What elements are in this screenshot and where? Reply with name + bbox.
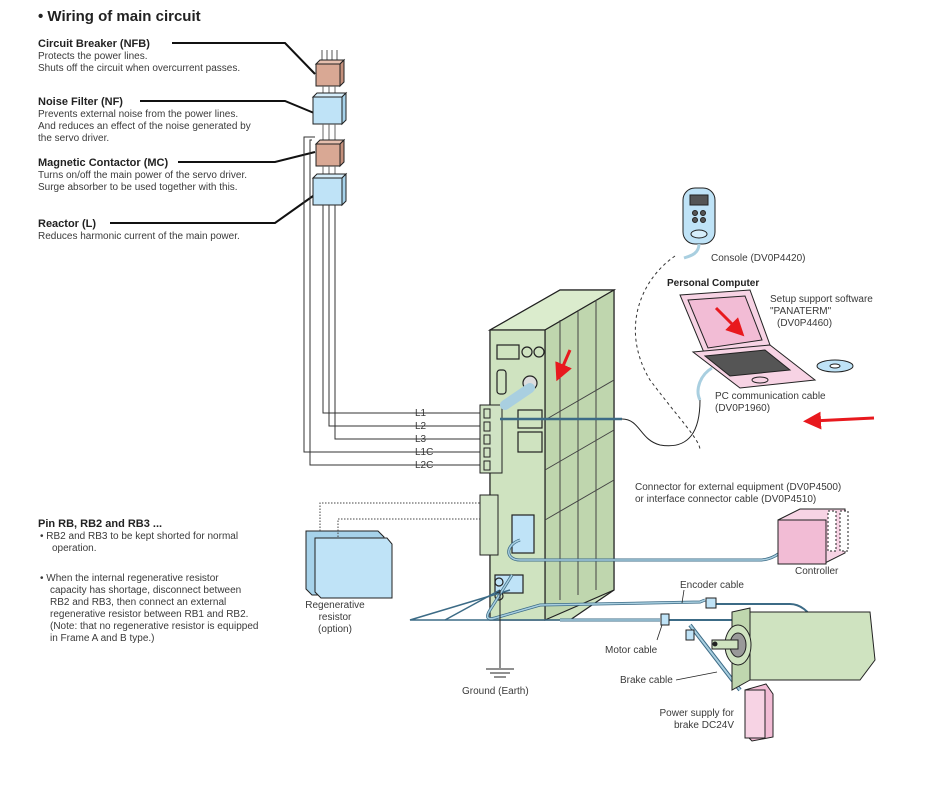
pin-note-b2-1: • When the internal regenerative resisto… (40, 573, 219, 584)
red-arrow-port-icon (555, 349, 572, 382)
regen-label-1: Regenerative (305, 600, 365, 611)
nf-desc-2: And reduces an effect of the noise gener… (38, 121, 251, 132)
cable-connectors (660, 597, 717, 641)
red-arrow-screen-icon (714, 306, 745, 337)
brake-connector-icon (685, 629, 695, 641)
magnetic-contactor-icon (314, 138, 346, 168)
pc-cable-label-2: (DV0P1960) (715, 403, 771, 414)
ground-icon (486, 590, 514, 678)
pin-note-b2-5: (Note: that no regenerative resistor is … (50, 621, 259, 632)
servo-driver-icon (487, 288, 617, 621)
power-supply-label-1: Power supply for (659, 708, 734, 719)
ground-label: Ground (Earth) (462, 686, 529, 697)
software-label-2: "PANATERM" (770, 306, 832, 317)
terminal-block-icon (479, 404, 503, 556)
nfb-heading: Circuit Breaker (NFB) (38, 38, 150, 50)
connector-label-1: Connector for external equipment (DV0P45… (635, 482, 842, 493)
controller-icon (777, 508, 849, 565)
pin-note-b1-2: operation. (52, 543, 97, 554)
nf-desc-3: the servo driver. (38, 133, 110, 144)
nf-desc-1: Prevents external noise from the power l… (38, 109, 239, 120)
console-dashed-path (634, 255, 701, 451)
brake-cable-label: Brake cable (620, 675, 673, 686)
software-label-1: Setup support software (770, 294, 873, 305)
servo-motor-icon (711, 607, 876, 691)
ferrite-core-icon (500, 383, 535, 410)
reactor-desc-1: Reduces harmonic current of the main pow… (38, 231, 240, 242)
personal-computer-label: Personal Computer (667, 278, 760, 289)
motor-connector-icon (660, 613, 670, 626)
nfb-desc-1: Protects the power lines. (38, 51, 148, 62)
red-arrow-left-icon (803, 411, 875, 430)
regen-label-2: resistor (318, 612, 352, 623)
red-arrows (555, 306, 875, 430)
encoder-connector-icon (705, 597, 717, 609)
power-supply-label-2: brake DC24V (673, 720, 734, 731)
mc-desc-2: Surge absorber to be used together with … (38, 182, 238, 193)
cd-disc-icon (816, 359, 854, 373)
breaker-stack (311, 50, 348, 207)
pc-cable-label-1: PC communication cable (715, 391, 826, 402)
pin-note-b2-2: capacity has shortage, disconnect betwee… (50, 585, 242, 596)
brake-power-supply-icon (744, 683, 774, 742)
controller-label: Controller (795, 566, 839, 577)
pin-note-b2-3: RB2 and RB3, then connect an external (50, 597, 227, 608)
leader-lines (110, 42, 316, 224)
connector-label-2: or interface connector cable (DV0P4510) (635, 494, 817, 505)
reactor-heading: Reactor (L) (38, 218, 97, 230)
reactor-icon (311, 172, 348, 207)
circuit-breaker-icon (314, 58, 346, 88)
console-icon (682, 187, 716, 260)
pin-note-b2-4: regenerative resistor between RB1 and RB… (50, 609, 249, 620)
regen-label-3: (option) (318, 624, 352, 635)
mc-heading: Magnetic Contactor (MC) (38, 157, 169, 169)
nf-heading: Noise Filter (NF) (38, 96, 123, 108)
noise-filter-icon (311, 91, 348, 126)
nfb-desc-2: Shuts off the circuit when overcurrent p… (38, 63, 241, 74)
regenerative-resistor-icon (305, 530, 393, 599)
regen-dotted-wires (319, 502, 480, 537)
page-title: • Wiring of main circuit (38, 8, 201, 25)
laptop-icon (679, 289, 817, 401)
console-label: Console (DV0P4420) (711, 253, 806, 264)
pin-note-b1-1: • RB2 and RB3 to be kept shorted for nor… (40, 531, 239, 542)
pin-note-heading: Pin RB, RB2 and RB3 ... (38, 518, 163, 530)
software-label-3: (DV0P4460) (777, 318, 833, 329)
pin-note-b2-6: in Frame A and B type.) (50, 633, 155, 644)
mc-desc-1: Turns on/off the main power of the servo… (38, 170, 247, 181)
motor-cable-label: Motor cable (605, 645, 658, 656)
encoder-cable-label: Encoder cable (680, 580, 744, 591)
